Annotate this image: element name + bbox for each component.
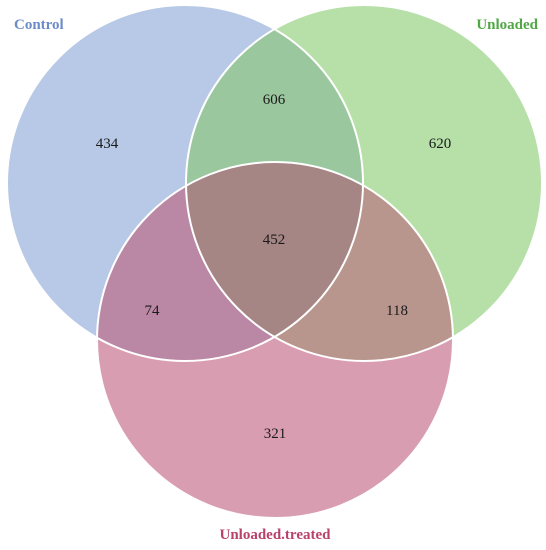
set-unloaded-outline: [185, 4, 543, 362]
set-unloaded-treated-outline: [96, 161, 454, 519]
count-control-only: 434: [96, 136, 119, 152]
set-label-control: Control: [14, 17, 64, 33]
count-control-unloaded: 606: [263, 92, 286, 108]
set-control-outline: [6, 4, 364, 362]
count-unloaded-treated-only: 321: [264, 426, 287, 442]
set-label-unloaded: Unloaded: [476, 17, 538, 33]
count-unloaded-unloaded-treated: 118: [386, 303, 408, 319]
count-control-unloaded-treated: 74: [145, 303, 161, 319]
count-unloaded-only: 620: [429, 136, 452, 152]
count-all-three: 452: [263, 232, 286, 248]
set-label-unloaded-treated: Unloaded.treated: [220, 527, 332, 543]
